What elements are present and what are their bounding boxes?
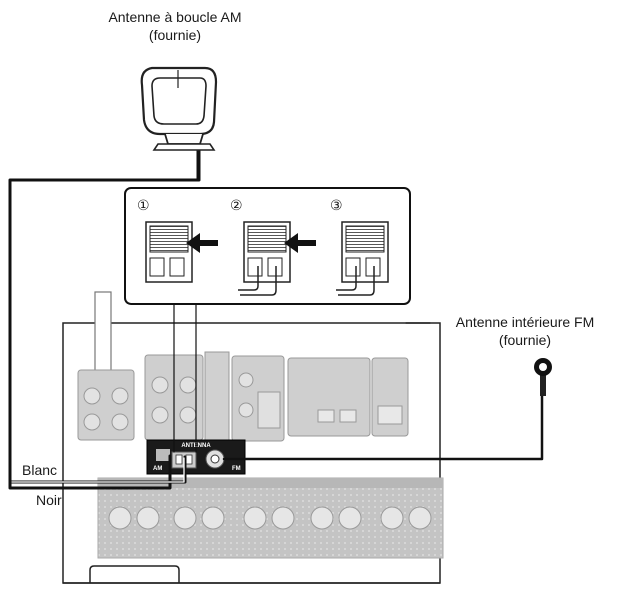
audio-in-block	[77, 369, 135, 441]
am-loop-antenna-icon	[140, 66, 218, 151]
step-2-terminal-icon	[238, 221, 316, 296]
fm-antenna-cable	[222, 370, 544, 461]
fm-antenna-label: Antenne intérieure FM (fournie)	[430, 313, 620, 349]
step-1-terminal-icon	[145, 221, 218, 283]
white-wire-label: Blanc	[22, 462, 58, 478]
digital-audio-block	[287, 357, 371, 437]
step-2-number: ②	[230, 198, 243, 214]
fm-antenna-label-line2: (fournie)	[498, 332, 552, 348]
am-antenna-label-line2: (fournie)	[148, 27, 202, 43]
am-terminal-label: AM	[153, 466, 162, 472]
hdmi-block	[204, 351, 230, 443]
fm-antenna-end-icon	[534, 358, 552, 396]
fm-rod-antenna-icon	[94, 291, 112, 383]
steps-inset: ① ② ③	[124, 187, 411, 305]
am-antenna-label-line1: Antenne à boucle AM	[108, 9, 242, 25]
step-1-number: ①	[137, 198, 150, 214]
fm-antenna-label-line1: Antenne intérieure FM	[455, 314, 595, 330]
black-wire-label: Noir	[36, 492, 62, 508]
am-antenna-label: Antenne à boucle AM (fournie)	[60, 8, 290, 44]
step-3-number: ③	[330, 198, 343, 214]
fm-terminal-label: FM	[232, 466, 241, 472]
step-3-terminal-icon	[336, 221, 389, 296]
am-white-wire	[11, 457, 185, 483]
receiver-rear-panel	[62, 291, 444, 584]
